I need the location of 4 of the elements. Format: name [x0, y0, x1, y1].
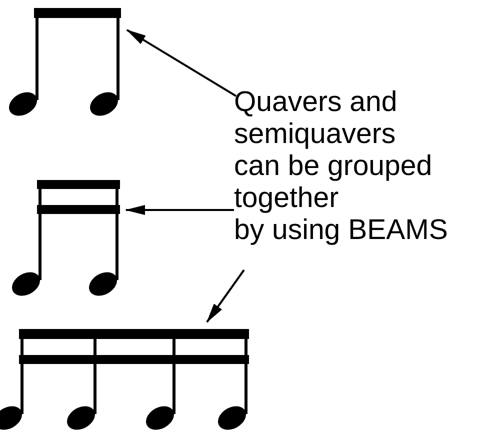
- arrow: [126, 29, 237, 97]
- arrow: [206, 269, 245, 323]
- arrow: [125, 205, 234, 215]
- annotation-text: Quavers and semiquavers can be grouped together by using BEAMS: [234, 86, 449, 246]
